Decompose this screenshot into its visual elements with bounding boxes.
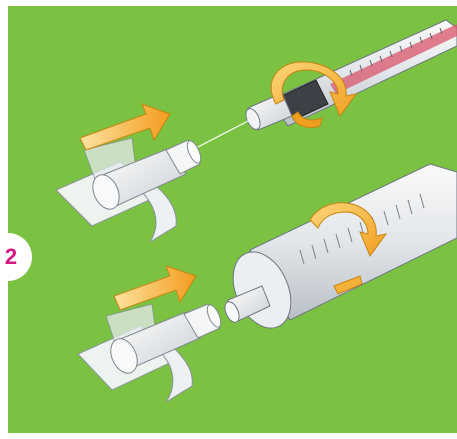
step-number: 2 [0,245,26,269]
